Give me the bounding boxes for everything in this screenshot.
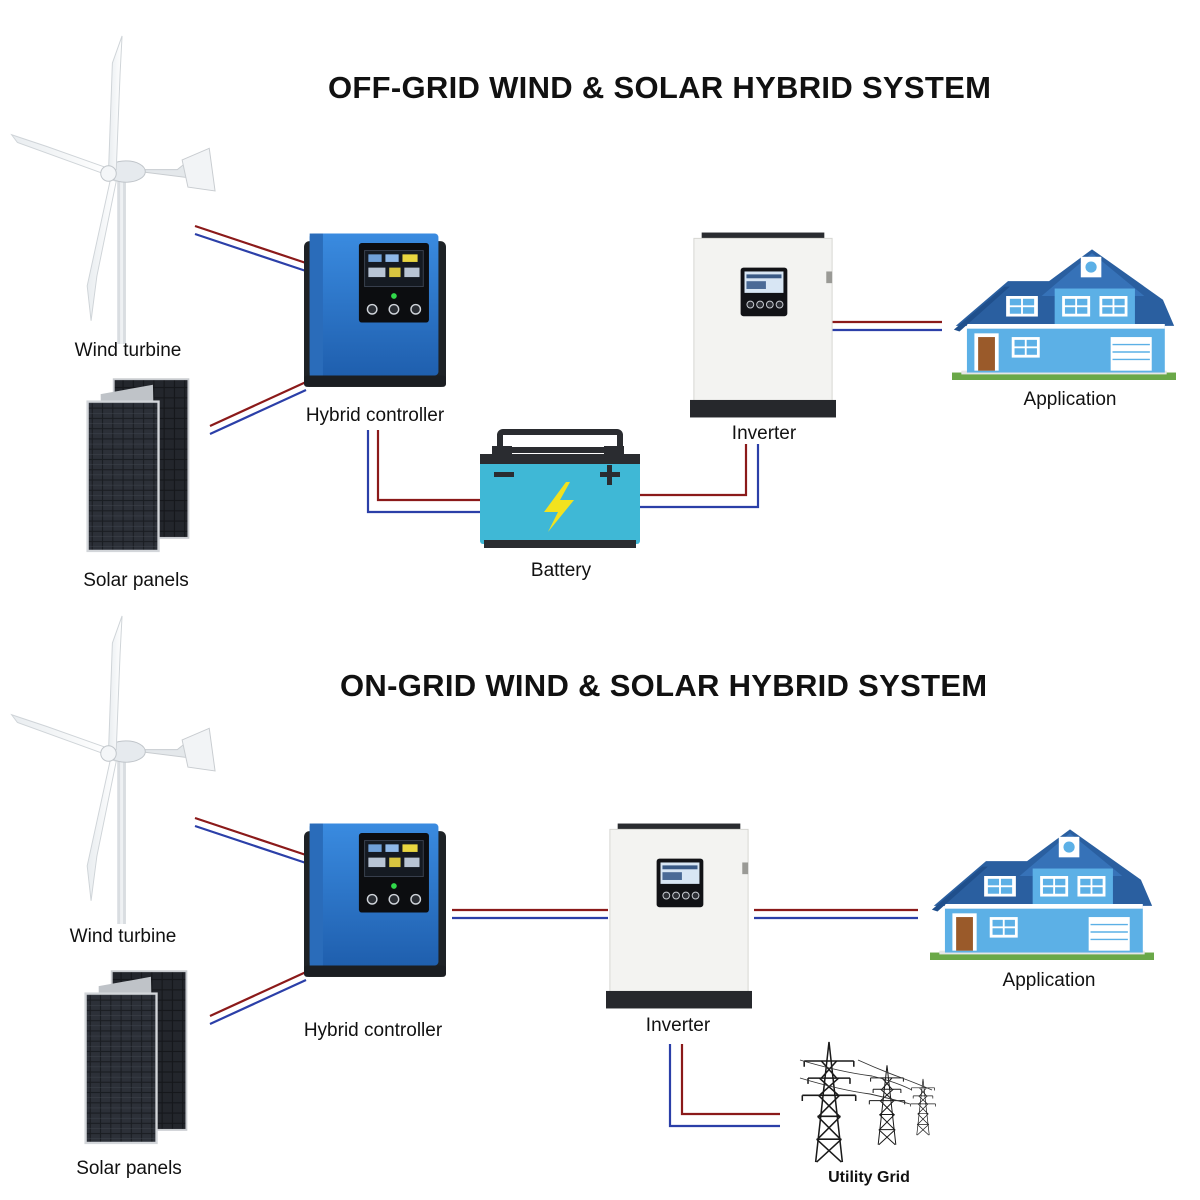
wind-turbine-label: Wind turbine	[74, 340, 182, 361]
wire-positive	[194, 224, 307, 265]
power-tower-icon	[799, 1041, 936, 1163]
on-grid-wires	[194, 816, 918, 1128]
wire-positive	[376, 430, 480, 502]
wire-negative	[668, 1044, 780, 1128]
wire-negative	[194, 232, 307, 273]
hybrid-controller-label: Hybrid controller	[303, 1020, 443, 1041]
solar-panel-icon	[84, 969, 188, 1145]
wire-positive	[680, 1044, 780, 1116]
wire-positive	[640, 444, 748, 497]
wire-negative	[209, 979, 307, 1025]
wire-positive	[194, 816, 307, 857]
off-grid-wires	[194, 224, 942, 514]
inverter-icon	[690, 232, 836, 418]
hybrid-controller-label: Hybrid controller	[305, 405, 445, 426]
hybrid-controller-icon	[304, 822, 446, 978]
wind-turbine-icon	[11, 615, 216, 924]
battery-label: Battery	[530, 560, 592, 581]
wire-negative	[194, 824, 307, 865]
inverter-label: Inverter	[731, 423, 797, 444]
off-grid-title: OFF-GRID WIND & SOLAR HYBRID SYSTEM	[328, 70, 992, 105]
wire-negative	[209, 389, 307, 435]
wire-positive	[209, 971, 307, 1017]
inverter-icon	[606, 823, 752, 1009]
on-grid-title: ON-GRID WIND & SOLAR HYBRID SYSTEM	[340, 668, 988, 703]
wire-negative	[640, 444, 760, 509]
battery-icon	[480, 429, 640, 548]
solar-panels-label: Solar panels	[76, 1158, 182, 1179]
utility-grid-label: Utility Grid	[828, 1169, 910, 1186]
solar-panels-label: Solar panels	[83, 570, 189, 591]
wire-negative	[366, 430, 480, 514]
hybrid-controller-icon	[304, 232, 446, 388]
house-icon	[929, 828, 1155, 960]
application-label: Application	[1023, 389, 1117, 410]
house-icon	[951, 248, 1177, 380]
inverter-label: Inverter	[645, 1015, 711, 1036]
wind-turbine-icon	[11, 35, 216, 344]
application-label: Application	[1002, 970, 1096, 991]
solar-panel-icon	[86, 377, 190, 553]
wind-turbine-label: Wind turbine	[69, 926, 177, 947]
wire-positive	[209, 381, 307, 427]
